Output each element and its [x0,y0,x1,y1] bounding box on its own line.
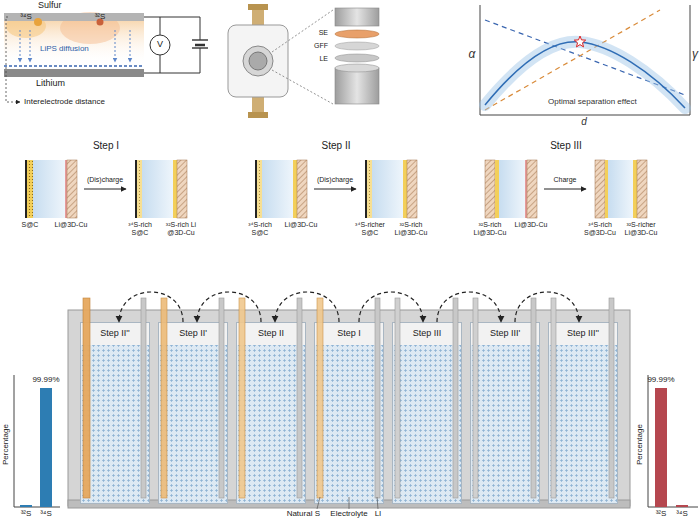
part-label: SE [300,29,328,37]
electrode-label: Li@3D-Cu [511,221,551,229]
cell-box: Step III'' [548,322,618,504]
cell-box: Step III' [470,322,540,504]
annotation: Optimal separation effect [548,97,668,106]
step-label: Step II'' [81,328,149,338]
electrode-label: ³²S-rich Li@3D-Cu [470,221,510,237]
electrode-label: Li@3D-Cu [281,221,321,229]
step-arrow [437,292,501,322]
electrode-label: ³⁴S-rich S@C [240,221,280,237]
step-arrow [275,292,339,322]
step-label: Step II [237,328,305,338]
cell-box: Step II [236,322,306,504]
axis-label: γ [690,48,700,62]
process-label: LiPS diffusion [40,44,110,53]
step-title: Step III [536,140,596,152]
electrode-label: ³⁴S-rich S@3D-Cu [580,221,620,237]
electrode-label: ³²S-richer Li@3D-Cu [621,221,661,237]
bar-value: 99.99% [641,375,681,384]
isotope-label: ³⁴S [14,12,38,21]
axis-tick: ³⁴S [36,509,56,518]
component-label: Natural S [266,509,320,518]
electrode-label: Li@3D-Cu [51,221,91,229]
step-label: Step III'' [549,328,617,338]
axis-label: d [578,116,590,128]
cell-box: Step III [392,322,462,504]
process-label: (Dis)charge [80,176,130,184]
cell-box: Step II' [158,322,228,504]
meter-label: V [155,39,165,49]
dimension-label: Interelectrode distance [24,97,144,106]
cell-box: Step II'' [80,322,150,504]
axis-label: α [466,48,478,62]
step-arrow [515,292,579,322]
material-label: Lithium [36,78,86,88]
electrode-label: S@C [10,221,50,229]
component-label: LI [366,509,390,518]
electrode-label: ³⁴S-rich S@C [120,221,160,237]
step-arrow [359,292,423,322]
axis-label: Percentage [1,415,10,475]
electrode-label: ³²S-rich Li @3D-Cu [161,221,201,237]
step-arrow [119,292,183,322]
axis-tick: ³²S [16,509,36,518]
step-label: Step III' [471,328,539,338]
axis-tick: ³⁴S [672,509,692,518]
step-arrow [197,292,261,322]
component-label: Electrolyte [324,509,374,518]
process-label: (Dis)charge [310,176,360,184]
step-label: Step I [315,328,383,338]
step-label: Step III [393,328,461,338]
electrode-label: ³⁴S-richer S@C [350,221,390,237]
cell-box: Step I [314,322,384,504]
isotope-label: ³²S [88,12,112,21]
axis-label: Percentage [635,415,644,475]
axis-tick: ³²S [651,509,671,518]
bar-value: 99.99% [26,375,66,384]
step-title: Step I [76,140,136,152]
step-title: Step II [306,140,366,152]
process-label: Charge [540,176,590,184]
part-label: GFF [300,42,328,50]
electrode-label: ³²S-rich Li@3D-Cu [391,221,431,237]
step-label: Step II' [159,328,227,338]
material-label: Sulfur [38,0,78,10]
part-label: LE [300,55,328,63]
